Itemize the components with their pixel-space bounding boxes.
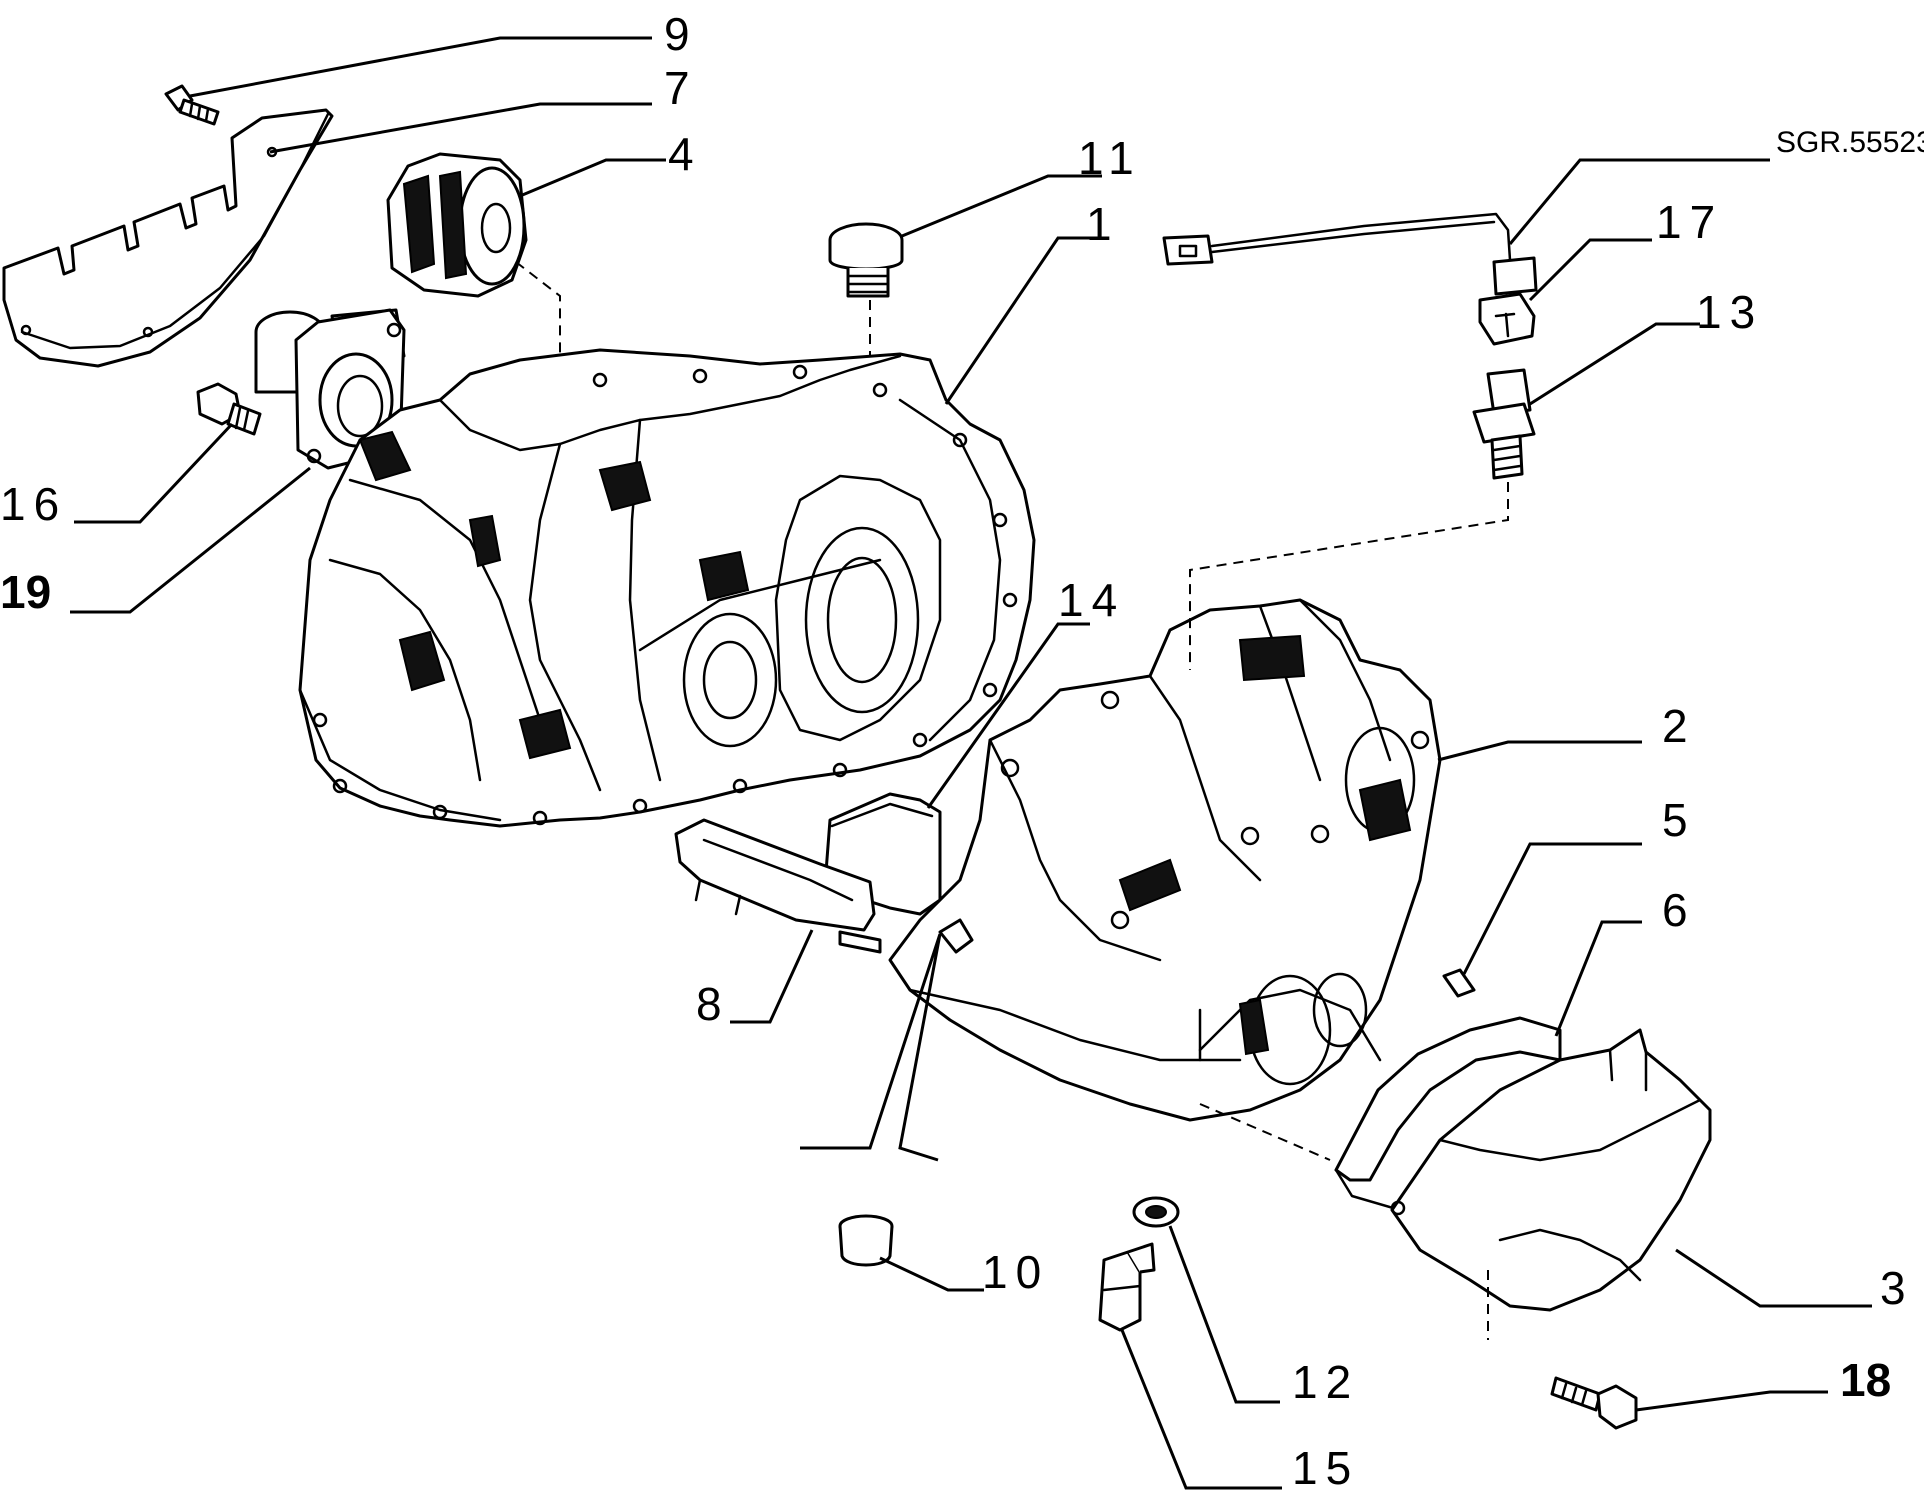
leader-13 bbox=[1529, 322, 1700, 406]
callout-4: 4 bbox=[668, 128, 702, 180]
callout-14: 14 bbox=[1058, 574, 1125, 626]
callout-10: 10 bbox=[982, 1246, 1049, 1298]
callout-15: 15 bbox=[1292, 1442, 1359, 1493]
callout-11: 11 bbox=[1078, 132, 1142, 184]
part-17-cap bbox=[1478, 292, 1536, 346]
leader-bracket bbox=[800, 933, 942, 1162]
callout-5: 5 bbox=[1662, 794, 1696, 846]
callout-7: 7 bbox=[664, 62, 698, 114]
callout-labels: 9 7 4 11 1 SGR.55523 17 13 16 19 14 2 5 … bbox=[0, 8, 1924, 1493]
leader-12 bbox=[1168, 1225, 1280, 1404]
callout-9: 9 bbox=[664, 8, 698, 60]
callout-8: 8 bbox=[696, 978, 730, 1030]
part-13-sensor bbox=[1189, 368, 1536, 670]
part-1-clutch-housing bbox=[298, 348, 1036, 828]
reference-code: SGR.55523 bbox=[1776, 126, 1924, 159]
leader-lines bbox=[70, 36, 1872, 1490]
leader-3 bbox=[1675, 1248, 1872, 1308]
leader-6 bbox=[1554, 920, 1642, 1037]
leader-14 bbox=[926, 622, 1090, 809]
leader-17 bbox=[1528, 238, 1652, 302]
leader-5 bbox=[1462, 842, 1642, 975]
leader-7 bbox=[269, 102, 652, 154]
leader-10 bbox=[879, 1256, 984, 1292]
part-11-plug bbox=[828, 222, 904, 360]
callout-13: 13 bbox=[1696, 286, 1763, 338]
part-16-bolt bbox=[196, 382, 262, 436]
part-3-rear-cover bbox=[1199, 1028, 1712, 1340]
leader-15 bbox=[1120, 1329, 1282, 1490]
leader-1 bbox=[944, 236, 1090, 405]
leader-2 bbox=[1437, 740, 1642, 762]
callout-6: 6 bbox=[1662, 884, 1696, 936]
part-10-cup bbox=[838, 1214, 894, 1267]
callout-12: 12 bbox=[1292, 1356, 1359, 1408]
leader-16 bbox=[74, 422, 234, 524]
leader-sgr bbox=[1508, 158, 1770, 245]
part-12-washer bbox=[1132, 1196, 1180, 1228]
leader-9 bbox=[189, 36, 652, 98]
part-wiring-connector bbox=[1162, 212, 1538, 296]
callout-16: 16 bbox=[0, 478, 67, 530]
callout-18: 18 bbox=[1840, 1354, 1891, 1406]
part-18-bolt bbox=[1550, 1376, 1638, 1430]
leader-8 bbox=[730, 929, 814, 1024]
callout-1: 1 bbox=[1086, 198, 1120, 250]
part-4-sleeve bbox=[386, 152, 561, 360]
part-15-drain-plug bbox=[1098, 1242, 1156, 1332]
part-9-screw bbox=[164, 84, 220, 126]
part-6-gasket bbox=[1334, 1016, 1562, 1212]
leader-11 bbox=[901, 174, 1102, 238]
leader-19 bbox=[70, 466, 311, 614]
part-7-shield-plate bbox=[2, 108, 334, 368]
callout-3: 3 bbox=[1880, 1262, 1914, 1314]
leader-4 bbox=[519, 158, 666, 198]
leader-18 bbox=[1635, 1390, 1828, 1412]
part-2-gearbox-casing bbox=[888, 598, 1442, 1122]
callout-19: 19 bbox=[0, 566, 51, 618]
part-5-pin bbox=[1442, 968, 1476, 998]
callout-2: 2 bbox=[1662, 700, 1696, 752]
part-8-bracket bbox=[674, 818, 882, 954]
callout-17: 17 bbox=[1656, 196, 1723, 248]
